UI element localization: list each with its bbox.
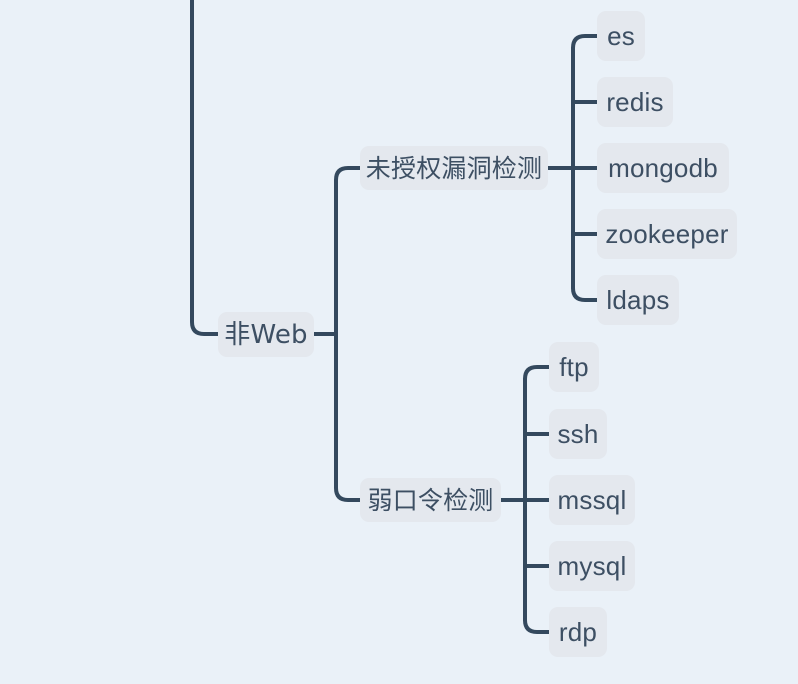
node-unauthorized-vuln-detection-label: 未授权漏洞检测: [365, 153, 543, 183]
node-ftp-label: ftp: [559, 352, 589, 382]
node-mssql[interactable]: mssql: [549, 475, 635, 525]
node-ldaps-label: ldaps: [606, 285, 670, 315]
node-ssh-label: ssh: [557, 419, 599, 449]
node-ssh[interactable]: ssh: [549, 409, 607, 459]
node-es[interactable]: es: [597, 11, 645, 61]
node-redis[interactable]: redis: [597, 77, 673, 127]
node-weak-password-detection-label: 弱口令检测: [367, 485, 494, 515]
node-ldaps[interactable]: ldaps: [597, 275, 679, 325]
node-ftp[interactable]: ftp: [549, 342, 599, 392]
node-non-web[interactable]: 非Web: [218, 312, 314, 357]
node-es-label: es: [607, 21, 635, 51]
node-mysql[interactable]: mysql: [549, 541, 635, 591]
node-zookeeper[interactable]: zookeeper: [597, 209, 737, 259]
node-zookeeper-label: zookeeper: [605, 219, 729, 249]
node-redis-label: redis: [606, 87, 664, 117]
node-mongodb-label: mongodb: [608, 153, 718, 183]
node-unauthorized-vuln-detection[interactable]: 未授权漏洞检测: [360, 146, 548, 190]
node-weak-password-detection[interactable]: 弱口令检测: [360, 478, 501, 522]
node-mssql-label: mssql: [557, 485, 627, 515]
node-rdp[interactable]: rdp: [549, 607, 607, 657]
node-mysql-label: mysql: [557, 551, 627, 581]
node-non-web-label: 非Web: [224, 319, 308, 350]
node-mongodb[interactable]: mongodb: [597, 143, 729, 193]
node-rdp-label: rdp: [558, 617, 598, 647]
